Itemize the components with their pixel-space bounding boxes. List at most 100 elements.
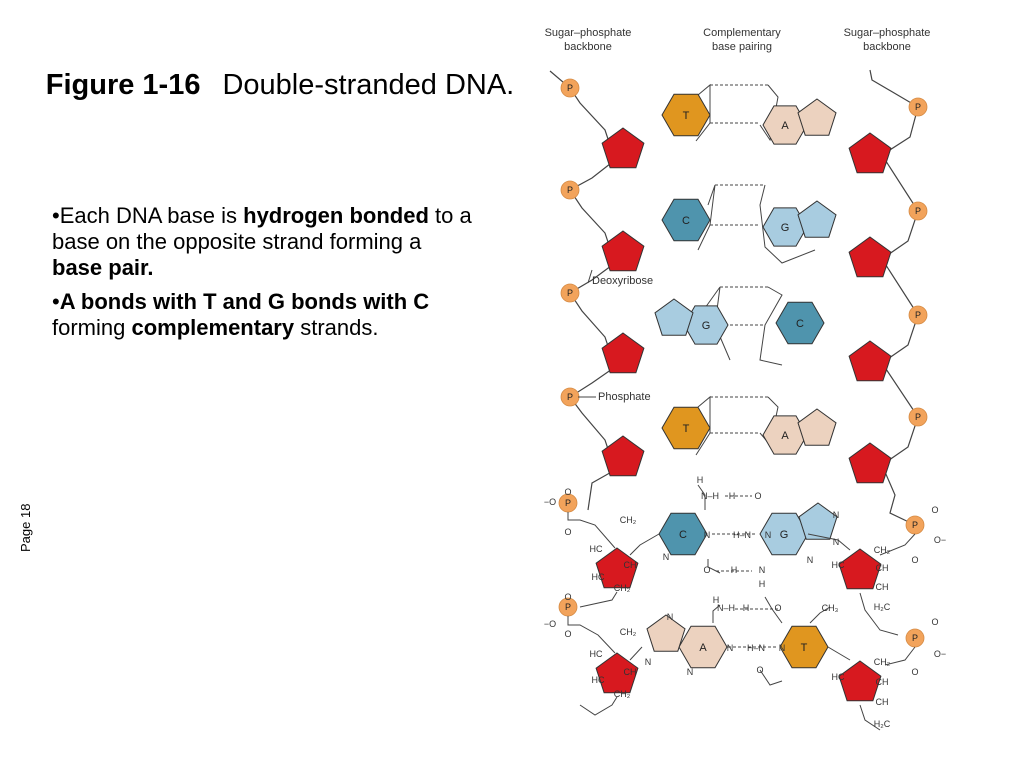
pair-2-right-base-hexagon <box>762 207 808 247</box>
label-deoxyribose: Deoxyribose <box>592 275 653 287</box>
pair-1-right-phosphate-letter: P <box>915 102 921 112</box>
pair-2-left-base-hexagon <box>661 198 711 242</box>
pair-3-left-sugar <box>601 332 645 374</box>
dna-diagram: Sugar–phosphate backbone Complementary b… <box>544 27 946 731</box>
chem-left-phosphate-1-letter: P <box>565 498 571 508</box>
atom-57: N <box>645 657 652 667</box>
pair-2-left-base-letter: C <box>682 215 690 227</box>
atom-46: CH <box>876 697 889 707</box>
atom-8: O <box>703 565 710 575</box>
pair-1-left-base-hexagon <box>661 93 711 137</box>
atom-10: N <box>759 565 766 575</box>
bullet-1-seg-1: •Each DNA base is <box>52 203 244 228</box>
chem-a-letter: A <box>699 642 707 654</box>
pair-2-left-sugar <box>601 230 645 272</box>
pair-2-right-phosphate <box>908 201 928 221</box>
atom-12: N <box>663 552 670 562</box>
header-right-line2: backbone <box>863 41 911 53</box>
atom-14: N <box>833 537 840 547</box>
atom-31: CH <box>624 560 637 570</box>
bullet-2-seg-4: complementary <box>131 315 295 340</box>
pair-1-left-sugar <box>601 127 645 169</box>
atom-17: −O <box>544 497 556 507</box>
chem-bond-11 <box>629 533 660 556</box>
atom-51: O <box>774 603 781 613</box>
chem-bond-7 <box>859 592 899 636</box>
chem-right-phosphate-1-letter: P <box>912 520 918 530</box>
atom-2: N–H <box>701 491 719 501</box>
atom-9: H <box>731 565 738 575</box>
pair-2-left-phosphate <box>560 180 580 200</box>
chem-right-sugar-1 <box>838 548 882 590</box>
pair-4-right-phosphate-letter: P <box>915 412 921 422</box>
chem-left-sugar-1 <box>595 547 639 589</box>
atom-59: N <box>687 667 694 677</box>
atom-38: HC <box>832 560 845 570</box>
pair-4-right-base-pentagon <box>797 408 837 446</box>
chem-bond-5 <box>879 533 916 556</box>
atom-18: O <box>564 527 571 537</box>
chem-right-phosphate-2-letter: P <box>912 633 918 643</box>
figure-caption: Double-stranded DNA. <box>222 69 515 101</box>
chem-bonds <box>567 484 916 731</box>
bullet-1-seg-4: base pair. <box>52 255 154 280</box>
atom-39: CH₂ <box>874 545 891 555</box>
header-left-line1: Sugar–phosphate <box>545 27 632 39</box>
pair-1-left-phosphate <box>560 78 580 98</box>
atom-36: HC <box>592 675 605 685</box>
pair-3-left-phosphate-letter: P <box>567 288 573 298</box>
chem-bond-15 <box>827 646 851 661</box>
chem-bond-2 <box>567 616 616 654</box>
atom-41: CH <box>876 582 889 592</box>
pair-3-left-phosphate <box>560 283 580 303</box>
atom-16: O <box>564 487 571 497</box>
chem-bond-1 <box>567 512 616 549</box>
chem-g-pentagon <box>798 502 838 540</box>
atom-21: O <box>564 629 571 639</box>
header-right-line1: Sugar–phosphate <box>844 27 931 39</box>
chem-left-sugar-2 <box>595 652 639 694</box>
pair-3-right-phosphate-letter: P <box>915 310 921 320</box>
header-center-line2: base pairing <box>712 41 772 53</box>
atom-25: O <box>931 617 938 627</box>
atom-49: N–H <box>717 603 735 613</box>
chem-hbonds <box>712 495 780 648</box>
bullet-1: •Each DNA base is hydrogen bonded to a b… <box>52 203 472 281</box>
atom-54: H–N <box>747 643 765 653</box>
pair-1-right-base-hexagon <box>762 105 808 145</box>
chem-bond-16 <box>809 606 831 624</box>
pair-2-right-sugar <box>848 236 892 278</box>
pair-3-right-base-letter: C <box>796 318 804 330</box>
atom-53: N <box>727 643 734 653</box>
chem-bond-3 <box>579 591 618 608</box>
atom-15: N <box>807 555 814 565</box>
atom-6: H–N <box>733 530 751 540</box>
bullet-2: •A bonds with T and G bonds with C formi… <box>52 289 472 341</box>
pair-4-left-phosphate-letter: P <box>567 392 573 402</box>
atom-44: CH₂ <box>874 657 891 667</box>
atom-56: O <box>756 665 763 675</box>
header-center-line1: Complementary <box>703 27 781 39</box>
pair-1-left-base-letter: T <box>683 110 690 122</box>
atom-22: O <box>931 505 938 515</box>
atom-1: H <box>697 475 704 485</box>
pair-3-right-sugar <box>848 340 892 382</box>
pair-4-right-base-hexagon <box>762 415 808 455</box>
atom-20: −O <box>544 619 556 629</box>
chem-c-letter: C <box>679 529 687 541</box>
page-number-label: Page 18 <box>18 503 33 552</box>
chem-bond-18 <box>712 604 721 623</box>
pair-3-right-phosphate <box>908 305 928 325</box>
atom-4: O <box>754 491 761 501</box>
pair-1-left-phosphate-letter: P <box>567 83 573 93</box>
atom-11: H <box>759 579 766 589</box>
chem-bond-12 <box>807 533 851 551</box>
pair-4-left-sugar <box>601 435 645 477</box>
atom-40: CH <box>876 563 889 573</box>
atom-32: HC <box>592 572 605 582</box>
chem-g-hexagon <box>759 512 809 556</box>
atom-28: CH₂ <box>620 515 637 525</box>
chem-left-phosphate-2-letter: P <box>565 602 571 612</box>
pair-3-left-base-pentagon <box>654 298 694 336</box>
